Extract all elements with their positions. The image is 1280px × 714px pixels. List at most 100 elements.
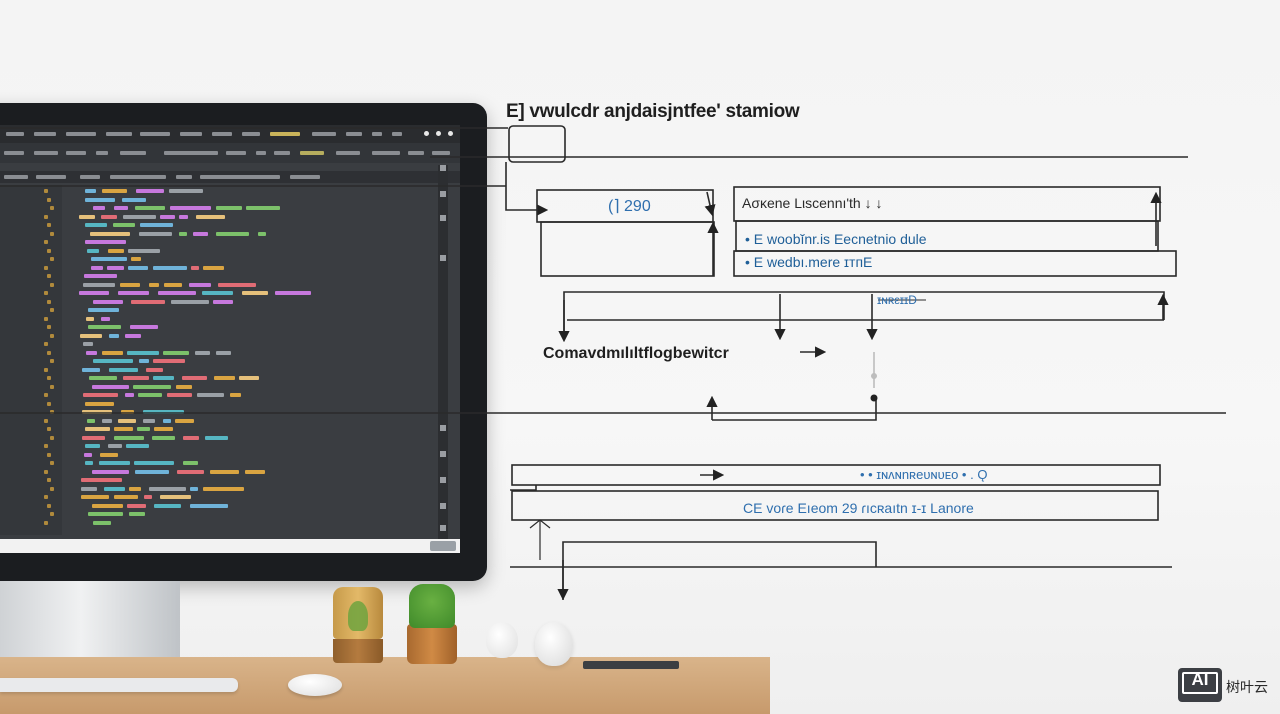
code-token [210,469,239,474]
line-number [50,359,54,363]
code-token [242,291,268,295]
code-token [91,257,127,261]
code-token [127,350,159,355]
code-token [218,282,256,287]
watermark-text: 树叶云 [1226,680,1268,696]
code-token [118,418,136,423]
line-number [50,486,54,491]
code-token [245,469,265,474]
code-token [191,265,199,270]
line-number [44,240,48,244]
code-token [123,376,149,380]
code-token [133,384,171,389]
code-token [160,214,175,219]
code-token [182,376,207,380]
connector-arrow [505,162,549,216]
line-number [50,384,54,389]
code-token [154,503,181,508]
editor-scrollbar[interactable] [438,165,448,540]
code-token [196,214,225,219]
code-token [123,214,156,219]
code-token [93,299,123,304]
code-token [149,486,186,491]
code-token [107,265,124,270]
code-token [84,274,117,278]
code-token [140,223,173,227]
code-token [129,486,141,491]
code-token [87,418,95,423]
code-token [203,265,224,270]
code-token [93,520,111,525]
code-token [135,469,169,474]
phone-on-desk [583,661,679,669]
window-dot-icon[interactable] [436,131,441,136]
code-token [85,427,110,431]
code-token [149,282,159,287]
code-token [109,333,119,338]
line-number [44,265,48,270]
code-token [131,299,165,304]
code-token [139,359,149,363]
line-number [44,418,48,423]
code-token [87,248,99,253]
code-token [83,282,115,287]
code-token [239,376,259,380]
status-badge [430,541,456,551]
code-token [213,299,233,304]
distribution-line [563,291,1165,340]
line-number [50,231,54,236]
code-token [143,418,155,423]
editor-tab-bar [0,143,460,163]
code-token [163,350,189,355]
line-number [50,333,54,338]
code-token [100,452,118,457]
code-token [258,231,266,236]
code-token [122,197,146,202]
window-dot-icon[interactable] [448,131,453,136]
code-token [152,435,175,440]
code-token [104,486,125,491]
code-token [193,231,208,236]
bottom-bar-row [511,490,1159,521]
code-token [214,376,235,380]
code-token [79,291,109,295]
code-token [158,291,196,295]
code-token [131,257,141,261]
code-token [101,214,117,219]
code-token [179,214,188,219]
editor-menu-bar [0,125,460,143]
code-token [101,316,110,321]
code-token [102,189,127,193]
distribution-tag: ɪɴʀεɪɪD [877,293,917,307]
code-editor[interactable] [0,185,436,535]
code-token [183,461,198,465]
code-token [202,291,233,295]
value-node-label: (⌉ 290 [608,198,651,215]
window-dot-icon[interactable] [424,131,429,136]
code-token [167,393,192,397]
code-token [108,248,124,253]
code-token [136,189,164,193]
code-token [85,197,115,202]
code-token [135,206,165,210]
code-token [83,342,93,346]
code-token [92,384,129,389]
code-token [163,418,171,423]
code-token [90,231,130,236]
header-node-row-2 [733,250,1177,277]
header-node-label: Aσĸene Lιscennı'th ↓ ↓ [742,195,883,211]
line-number [44,342,48,346]
mouse [288,674,342,696]
code-token [93,359,133,363]
code-token [109,367,138,372]
line-number [44,393,48,397]
monitor-stand [0,581,180,671]
code-token [153,265,187,270]
code-token [146,367,163,372]
decorative-egg-small [486,622,518,658]
code-token [88,512,123,516]
loop-connector [712,398,877,421]
code-token [85,240,126,244]
keyboard [0,678,238,692]
